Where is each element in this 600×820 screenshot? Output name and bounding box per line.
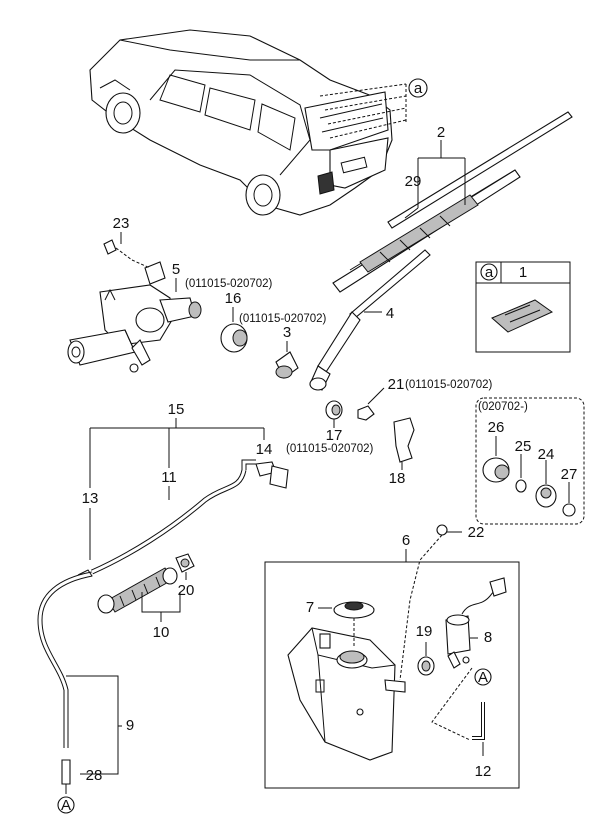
joint-28 xyxy=(61,759,71,794)
note-5: (011015-020702) xyxy=(185,278,273,290)
callout-24: 24 xyxy=(538,446,555,463)
callout-8: 8 xyxy=(484,629,492,646)
callout-1: 1 xyxy=(519,264,527,281)
nut-17 xyxy=(325,400,343,428)
callout-26: 26 xyxy=(488,419,505,436)
callout-19: 19 xyxy=(416,623,433,640)
grommet-19 xyxy=(417,642,435,676)
callout-22: 22 xyxy=(468,524,485,541)
wiper-blade-assembly xyxy=(332,111,573,293)
cap-3 xyxy=(275,351,299,379)
callout-5: 5 xyxy=(172,261,180,278)
callout-3: 3 xyxy=(283,324,291,341)
hose-9 xyxy=(37,569,93,748)
callout-12: 12 xyxy=(475,763,492,780)
callout-27: 27 xyxy=(561,466,578,483)
callout-13: 13 xyxy=(82,490,99,507)
note-21: (011015-020702) xyxy=(405,379,493,391)
callout-29: 29 xyxy=(405,173,422,190)
callout-23: 23 xyxy=(113,215,130,232)
hose-12 xyxy=(431,667,485,756)
callout-15: 15 xyxy=(168,401,185,418)
nut-21 xyxy=(357,387,385,421)
callout-6: 6 xyxy=(402,532,410,549)
wiper-motor xyxy=(67,261,202,373)
callout-11: 11 xyxy=(161,469,177,486)
wiper-arm-4 xyxy=(309,249,431,391)
pump-8 xyxy=(445,577,507,669)
callout-17: 17 xyxy=(326,427,343,444)
hose-11 xyxy=(90,459,256,575)
callout-9: 9 xyxy=(126,717,134,734)
grommet-16 xyxy=(220,307,248,353)
marker-a-top: a xyxy=(408,78,428,98)
marker-A-right-label: A xyxy=(478,669,488,686)
callout-7: 7 xyxy=(306,599,314,616)
callout-14: 14 xyxy=(256,441,273,458)
cap-7 xyxy=(333,601,375,648)
note-box: (020702-) xyxy=(478,401,528,413)
callout-10: 10 xyxy=(153,624,170,641)
nut-20 xyxy=(175,553,195,580)
bracket-18 xyxy=(393,417,415,470)
note-17: (011015-020702) xyxy=(286,443,374,455)
bolt-23 xyxy=(103,239,151,269)
callout-28: 28 xyxy=(86,767,103,784)
callout-16: 16 xyxy=(225,290,242,307)
grommet-10 xyxy=(97,567,178,614)
marker-A-left-label: A xyxy=(61,797,71,814)
inset-box-part-1: a 1 xyxy=(475,261,571,353)
nut-22 xyxy=(399,524,462,681)
callout-21: 21 xyxy=(388,376,405,393)
callout-2: 2 xyxy=(437,124,445,141)
marker-A-left: A xyxy=(57,796,75,814)
vehicle-illustration xyxy=(89,29,407,216)
dashed-box-020702: (020702-) xyxy=(475,397,585,525)
marker-a-top-label: a xyxy=(414,80,423,97)
connector-14 xyxy=(255,461,289,489)
callout-25: 25 xyxy=(515,438,532,455)
note-3: (011015-020702) xyxy=(239,313,327,325)
reservoir-box xyxy=(264,561,520,789)
marker-A-right: A xyxy=(474,668,492,686)
callout-4: 4 xyxy=(386,305,394,322)
marker-a-box-label: a xyxy=(485,264,494,281)
callout-18: 18 xyxy=(389,470,406,487)
callout-20: 20 xyxy=(178,582,195,599)
reservoir-tank xyxy=(287,627,406,761)
